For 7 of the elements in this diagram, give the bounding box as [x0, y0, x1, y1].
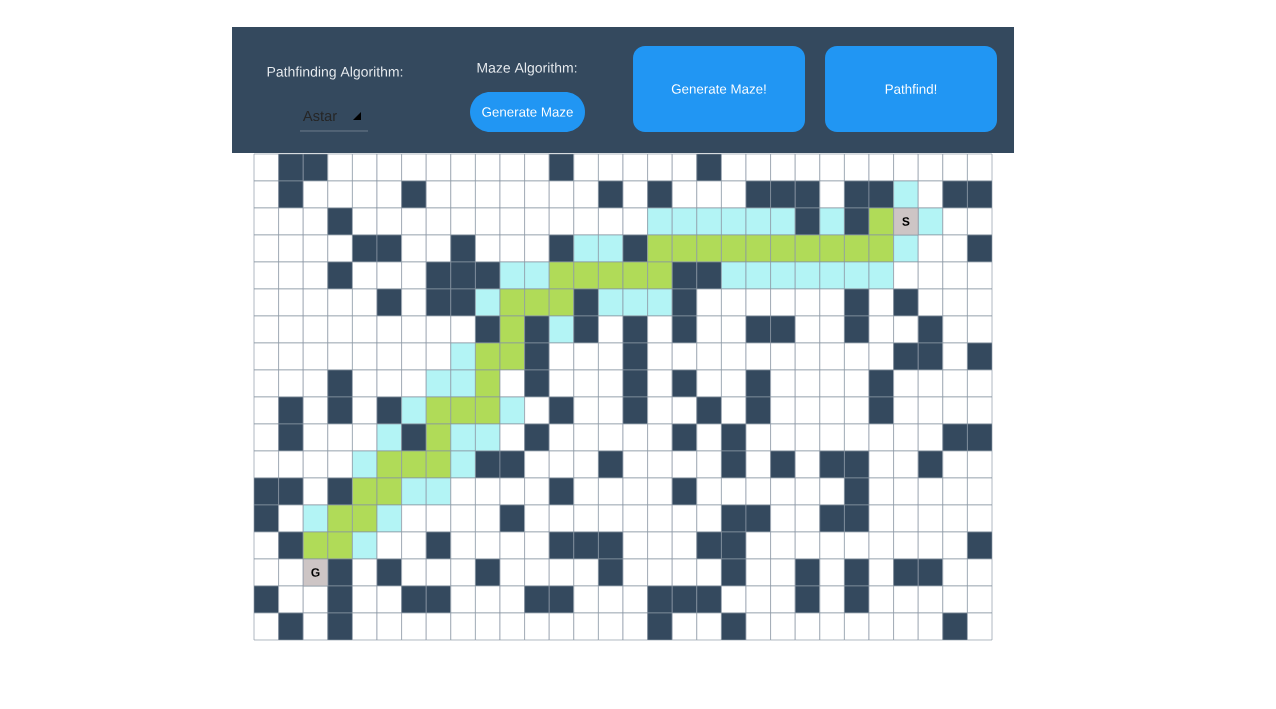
button: Generate Maze!	[633, 46, 805, 132]
dropdown: Astar	[299, 110, 369, 132]
dropdown-label: Pathfinding Algorithm:	[267, 66, 403, 80]
section-label: Maze Algorithm:	[477, 62, 577, 76]
button: Pathfind!	[825, 46, 997, 132]
start-cell: S	[893, 207, 919, 236]
goal-cell: G	[302, 558, 329, 587]
